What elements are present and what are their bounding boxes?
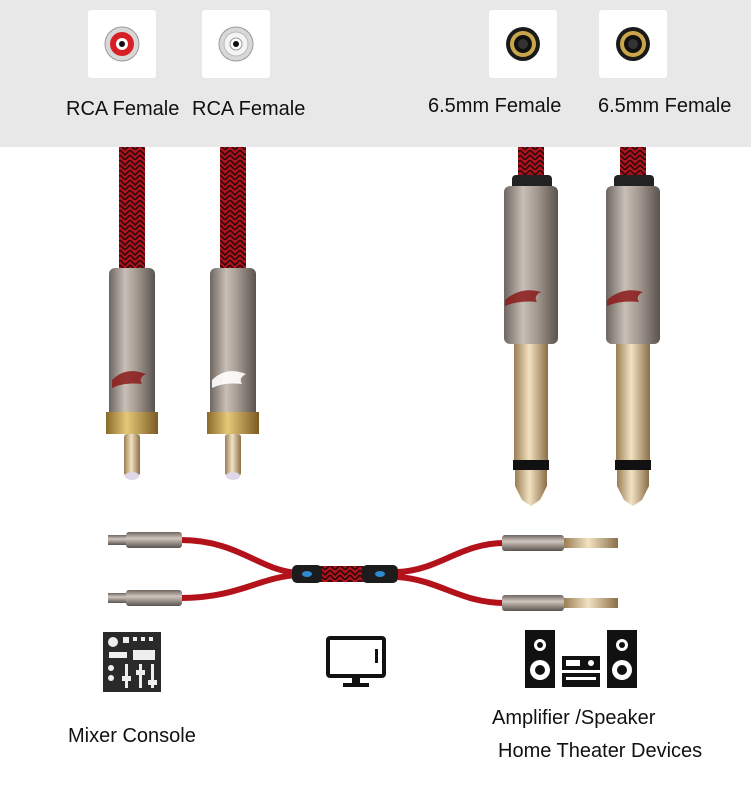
monitor-icon — [326, 636, 386, 687]
y-cable-assembly — [108, 532, 618, 611]
jack-6-5mm-tile-2 — [599, 10, 667, 78]
home-theater-label: Home Theater Devices — [498, 740, 703, 762]
rca-jack-red-icon — [104, 26, 140, 62]
rca-female-red-tile — [88, 10, 156, 78]
jack-6-5mm-tile-1 — [489, 10, 557, 78]
jack-6-5mm-icon-1 — [506, 27, 540, 61]
amplifier-speaker-label: Amplifier /Speaker — [492, 707, 656, 729]
speaker-system-icon — [525, 630, 637, 688]
rca-plug-white — [207, 147, 259, 480]
mixer-console-icon — [103, 632, 161, 692]
rca-female-white-tile — [202, 10, 270, 78]
connector-label-1: RCA Female — [66, 98, 180, 120]
jack-6-5mm-plug-2 — [606, 147, 660, 506]
mixer-console-label: Mixer Console — [68, 725, 196, 747]
connector-label-3: 6.5mm Female — [428, 95, 562, 117]
jack-6-5mm-icon-2 — [616, 27, 650, 61]
connector-label-2: RCA Female — [192, 98, 306, 120]
connector-label-4: 6.5mm Female — [598, 95, 732, 117]
rca-jack-white-icon — [218, 26, 254, 62]
rca-plug-red — [106, 147, 158, 480]
jack-6-5mm-plug-1 — [504, 147, 558, 506]
